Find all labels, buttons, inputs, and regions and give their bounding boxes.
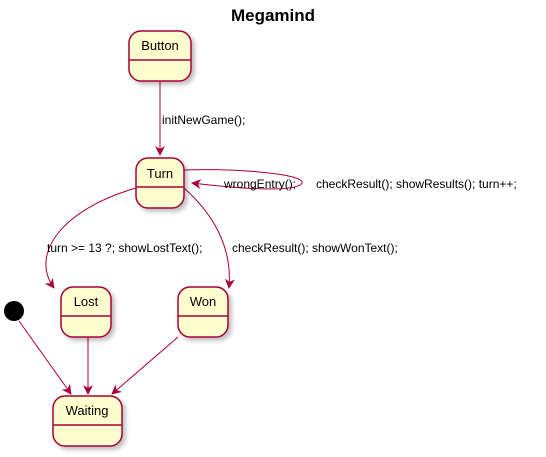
state-won: Won xyxy=(177,286,229,338)
edge-label-turn-to-lost: turn >= 13 ?; showLostText(); xyxy=(47,241,202,255)
state-button-label: Button xyxy=(141,38,179,53)
state-won-label: Won xyxy=(190,294,217,309)
edge-turn-to-lost xyxy=(44,187,137,289)
state-lost: Lost xyxy=(60,286,112,338)
state-turn: Turn xyxy=(135,157,185,209)
initial-state-node xyxy=(4,301,24,321)
state-waiting-label: Waiting xyxy=(66,403,109,418)
edge-turn-to-won xyxy=(183,187,235,289)
edge-label-turn-self-extra: checkResult(); showResults(); turn++; xyxy=(316,177,517,191)
edge-label-button-to-turn: initNewGame(); xyxy=(162,113,245,127)
state-turn-label: Turn xyxy=(147,166,173,181)
edge-turn-self-loop xyxy=(182,169,303,190)
edge-label-turn-self: wrongEntry(); xyxy=(223,177,296,191)
edge-won-to-waiting xyxy=(111,336,179,395)
state-button: Button xyxy=(128,30,192,82)
state-lost-label: Lost xyxy=(74,294,99,309)
edge-label-turn-to-won: checkResult(); showWonText(); xyxy=(232,241,398,255)
state-waiting: Waiting xyxy=(52,395,123,447)
diagram-title: Megamind xyxy=(231,6,315,25)
edge-start-to-waiting xyxy=(18,320,72,395)
